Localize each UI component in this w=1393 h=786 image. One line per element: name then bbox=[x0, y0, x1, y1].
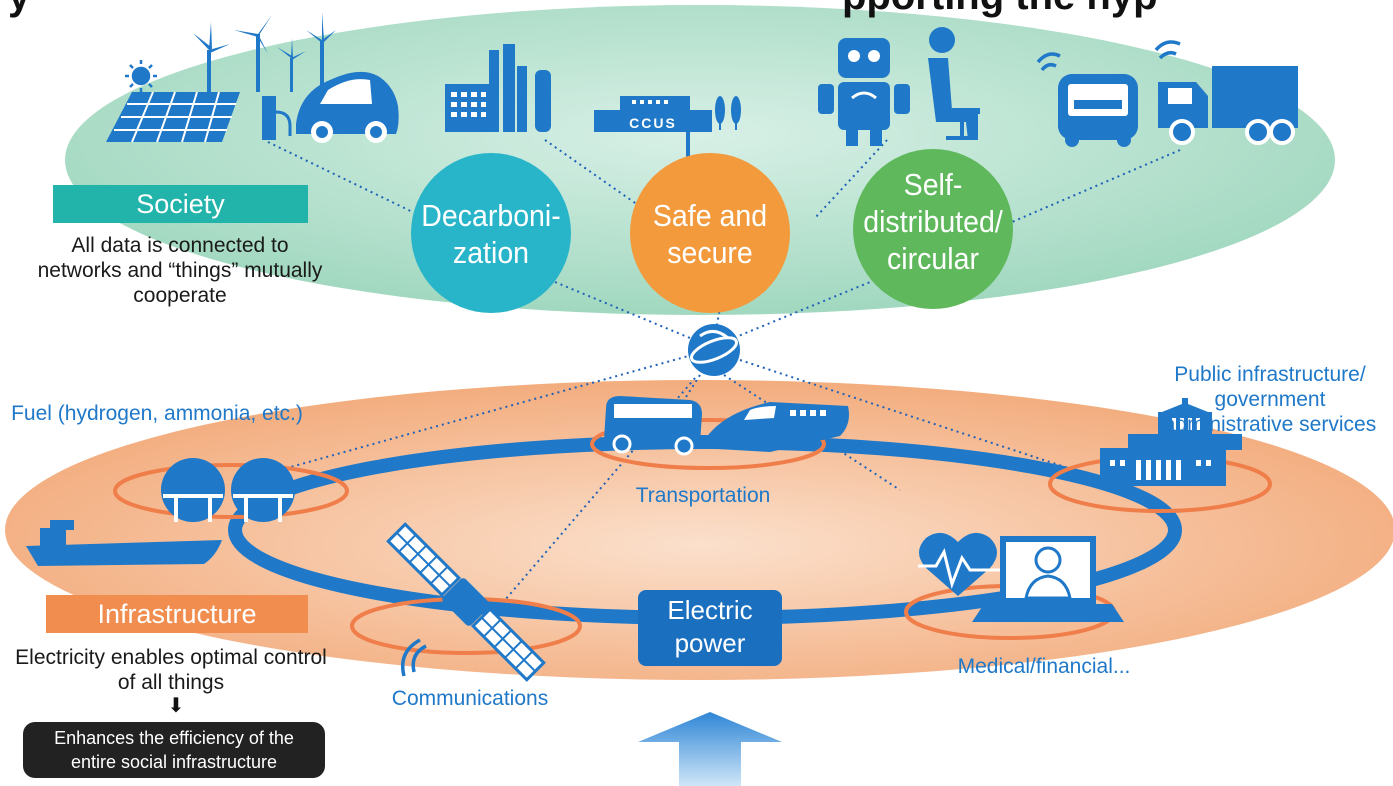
society-description: All data is connected to networks and “t… bbox=[37, 234, 323, 307]
society-badge-label: Society bbox=[136, 189, 225, 219]
sun-icon bbox=[125, 60, 157, 92]
heart-rate-icon bbox=[918, 532, 1000, 596]
solar-panel-icon bbox=[106, 91, 240, 143]
ccus-plant-icon: CCUS bbox=[594, 96, 741, 160]
electric-power-label: Electric power bbox=[667, 595, 753, 658]
electric-car-icon bbox=[296, 71, 399, 143]
down-arrow-icon: ⬇ bbox=[167, 695, 185, 717]
infrastructure-badge-label: Infrastructure bbox=[97, 599, 257, 629]
medical-financial-label: Medical/financial... bbox=[957, 655, 1131, 678]
transportation-label: Transportation bbox=[635, 484, 771, 507]
satellite-icon bbox=[386, 522, 546, 682]
safe-secure-circle bbox=[630, 153, 790, 313]
fuel-label: Fuel (hydrogen, ammonia, etc.) bbox=[11, 402, 303, 425]
decarbonization-label: Decarboni- zation bbox=[421, 198, 561, 270]
bus-icon bbox=[604, 396, 702, 456]
ship-icon bbox=[26, 520, 222, 566]
public-infrastructure-label: Public infrastructure/ government admini… bbox=[1163, 363, 1377, 436]
result-box bbox=[23, 722, 325, 778]
globe-icon bbox=[688, 324, 740, 376]
gas-tank-icon bbox=[161, 458, 295, 522]
electric-power-badge bbox=[638, 590, 782, 666]
bullet-train-icon bbox=[700, 402, 849, 452]
ev-charger-icon bbox=[262, 96, 292, 140]
header-right-fragment: pporting the hyp bbox=[842, 0, 1158, 19]
safe-secure-label: Safe and secure bbox=[652, 198, 768, 270]
self-distributed-circle bbox=[853, 149, 1013, 309]
signal-waves bbox=[401, 638, 427, 677]
truck-icon bbox=[1154, 40, 1298, 145]
upward-arrow-icon bbox=[638, 712, 782, 786]
society-badge bbox=[53, 185, 308, 223]
laptop-doctor-icon bbox=[972, 536, 1124, 622]
infrastructure-description: Electricity enables optimal control of a… bbox=[15, 646, 327, 694]
factory-icon bbox=[445, 44, 551, 132]
header-left-fragment: y bbox=[8, 0, 30, 19]
delivery-robot-icon bbox=[1036, 52, 1138, 147]
ccus-label: CCUS bbox=[629, 115, 677, 131]
decarbonization-circle bbox=[411, 153, 571, 313]
self-distributed-label: Self- distributed/ circular bbox=[863, 167, 1003, 276]
seated-person-icon bbox=[928, 27, 980, 140]
wind-turbine-icon bbox=[193, 12, 336, 92]
communications-label: Communications bbox=[391, 687, 549, 710]
robot-icon bbox=[818, 38, 910, 146]
government-building-icon bbox=[1100, 398, 1242, 486]
result-text: Enhances the efficiency of the entire so… bbox=[54, 728, 294, 772]
infrastructure-badge bbox=[46, 595, 308, 633]
